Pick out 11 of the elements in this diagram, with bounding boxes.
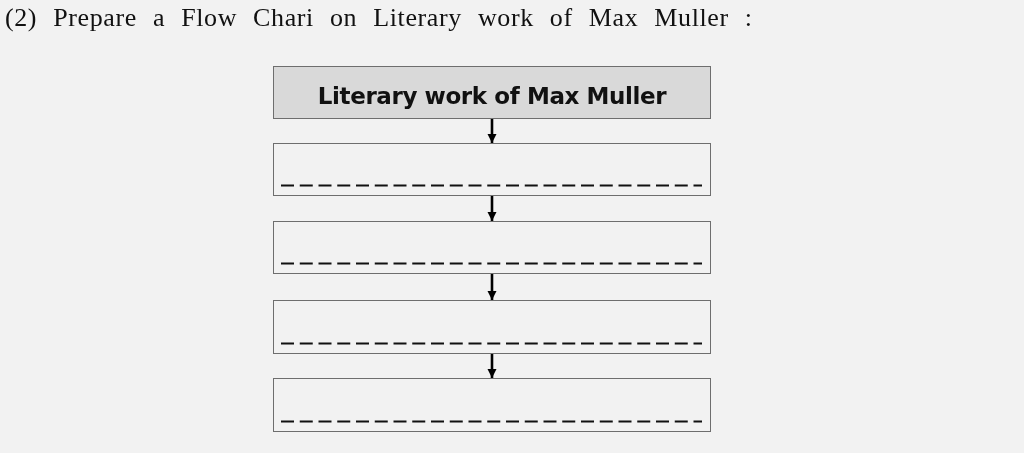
arrow <box>487 354 497 378</box>
arrow <box>487 196 497 221</box>
title: (2) Prepare a Flow Chari on Literary work of Max Muller : <box>5 3 753 33</box>
process-box <box>273 66 711 119</box>
empty-box <box>273 300 711 354</box>
arrow <box>487 274 497 300</box>
empty-box <box>273 378 711 432</box>
arrow <box>487 119 497 143</box>
empty-box <box>273 143 711 196</box>
box-label: Literary work of Max Muller <box>317 82 667 109</box>
empty-box <box>273 221 711 274</box>
